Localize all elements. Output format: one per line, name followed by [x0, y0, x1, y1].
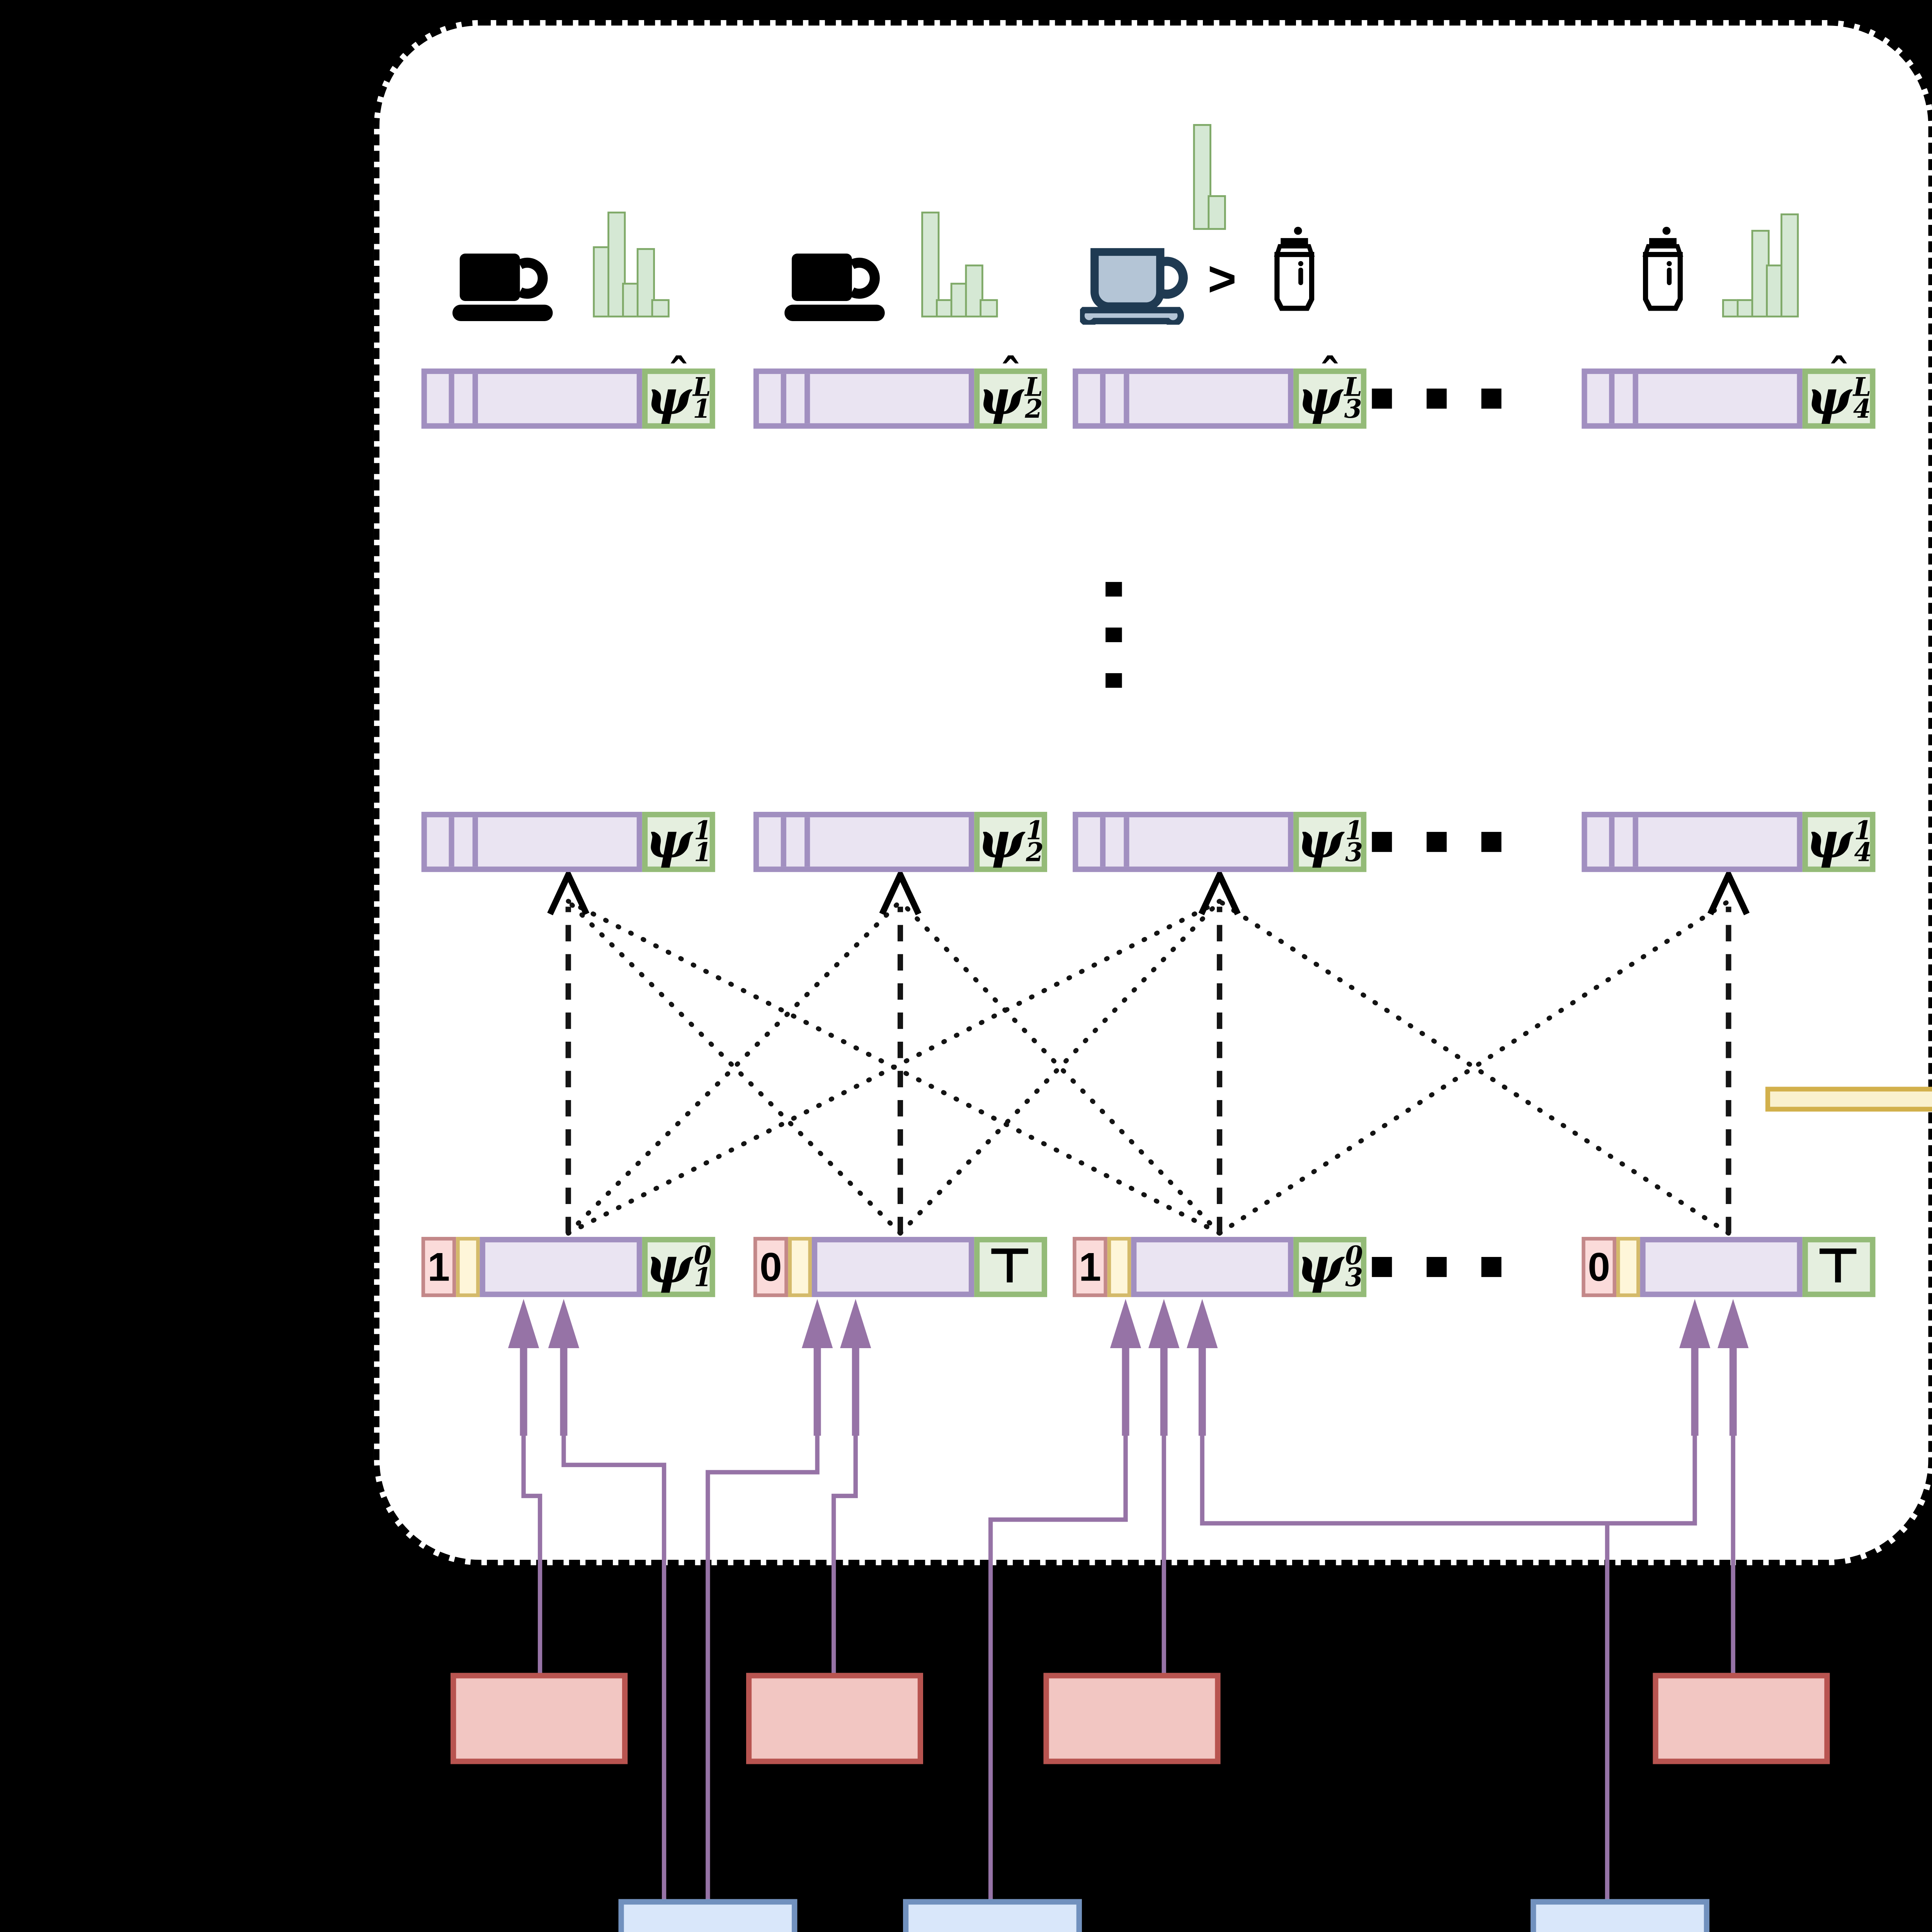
- histogram-bar: [965, 264, 983, 318]
- histogram-bar: [1208, 195, 1225, 230]
- histogram-bar: [607, 211, 625, 318]
- value-histogram: [1193, 124, 1225, 230]
- ellipsis-dot: [1481, 1257, 1502, 1277]
- observed-flag-segment: 0: [1582, 1237, 1617, 1297]
- observed-flag-segment: 1: [1073, 1237, 1107, 1297]
- ellipsis-dot: [1427, 1257, 1447, 1277]
- embedding-segment: [1073, 368, 1294, 429]
- histogram-bar: [651, 299, 669, 318]
- can-icon: [1274, 226, 1315, 311]
- histogram-bar: [921, 211, 939, 318]
- vertical-ellipsis-dot: [1105, 582, 1122, 597]
- embedding-segment: [1640, 1237, 1803, 1297]
- embedding-segment: [1582, 368, 1803, 429]
- psi-segment: ⊤: [974, 1237, 1048, 1297]
- ellipsis-dot: [1481, 832, 1502, 852]
- embedding-segment: [1073, 811, 1294, 872]
- top-symbol-label: ⊤: [1814, 1238, 1862, 1296]
- vertical-ellipsis-dot: [1105, 628, 1122, 642]
- vertical-ellipsis-dot: [1105, 673, 1122, 688]
- embedding-segment: [811, 1237, 975, 1297]
- blue-coffee-cup-icon: [1080, 248, 1188, 325]
- attribute-value-box: [746, 1673, 923, 1764]
- ellipsis-dot: [1372, 388, 1392, 409]
- shared-entity-box: [903, 1899, 1082, 1932]
- type-embedding-segment: [1616, 1237, 1640, 1297]
- ellipsis-dot: [1481, 388, 1502, 409]
- type-embedding-segment: [788, 1237, 812, 1297]
- embedding-segment: [753, 368, 975, 429]
- attribute-value-box: [1653, 1673, 1830, 1764]
- type-embedding-segment: [1107, 1237, 1131, 1297]
- can-icon: [1642, 226, 1684, 311]
- observed-flag-segment: 0: [753, 1237, 788, 1297]
- embedding-segment: [1131, 1237, 1294, 1297]
- psi-segment: ⊤: [1802, 1237, 1876, 1297]
- ellipsis-dot: [1427, 388, 1447, 409]
- attribute-value-box: [451, 1673, 628, 1764]
- type-embedding-segment: [456, 1237, 480, 1297]
- value-histogram: [1722, 212, 1798, 318]
- coffee-cup-icon: [452, 253, 553, 321]
- coffee-cup-icon: [784, 253, 885, 321]
- value-histogram: [921, 211, 997, 318]
- shared-entity-box: [618, 1899, 798, 1932]
- histogram-bar: [980, 299, 997, 318]
- embedding-segment: [421, 811, 642, 872]
- top-symbol-label: ⊤: [986, 1238, 1034, 1296]
- embedding-segment: [1582, 811, 1803, 872]
- shared-entity-box: [1531, 1899, 1709, 1932]
- embedding-segment: [421, 368, 642, 429]
- value-histogram: [593, 211, 669, 318]
- histogram-bar: [1193, 124, 1211, 230]
- encoding-bar-layer0-2: 0 ⊤: [753, 1237, 1048, 1297]
- embedding-segment: [480, 1237, 642, 1297]
- attribute-value-box: [1043, 1673, 1221, 1764]
- encoding-bar-layer0-4: 0 ⊤: [1582, 1237, 1876, 1297]
- histogram-bar: [636, 248, 655, 318]
- ellipsis-dot: [1427, 832, 1447, 852]
- ellipsis-dot: [1372, 832, 1392, 852]
- observed-flag-segment: 1: [421, 1237, 456, 1297]
- embedding-segment: [753, 811, 975, 872]
- greater-than-symbol: >: [1208, 252, 1237, 307]
- histogram-bar: [1780, 213, 1798, 318]
- ellipsis-dot: [1372, 1257, 1392, 1277]
